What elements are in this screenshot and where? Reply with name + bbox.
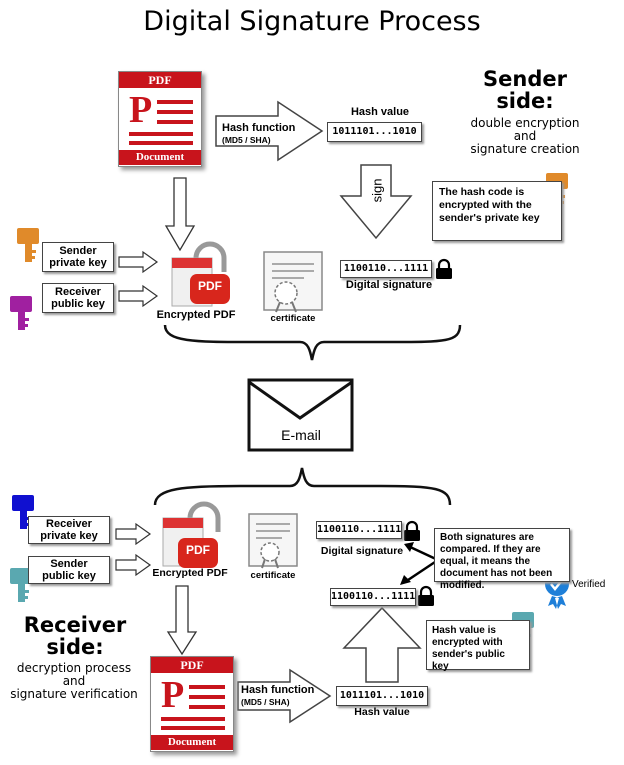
receiver-public-key-box: Receiver public key (42, 283, 114, 313)
document-down-arrow (164, 177, 196, 252)
receiver-encrypted-pdf-lock-icon (162, 501, 221, 568)
email-label: E-mail (281, 427, 321, 443)
pdf-doc-letter: P (129, 89, 153, 131)
compare-arrowhead-bottom (400, 575, 411, 585)
receiver-hash-value-label: Hash value (354, 706, 410, 718)
digital-signature-box: 1100110...1111 (340, 260, 432, 278)
encrypted-pdf-lock-icon (171, 241, 230, 307)
hash-value-box: 1011101...1010 (327, 122, 422, 142)
hash-encryption-note: The hash code is encrypted with the send… (432, 181, 562, 241)
receiver-hash-function-label: Hash function (MD5 / SHA) (241, 684, 314, 708)
encrypted-pdf-badge: PDF (198, 279, 222, 293)
sender-public-key-arrow (115, 553, 152, 577)
hash-function-text: Hash function (222, 122, 296, 134)
receiver-digital-signature-label: Digital signature (320, 545, 404, 557)
pdf-doc-top-label: PDF (151, 657, 233, 673)
receiver-certificate-label: certificate (250, 570, 296, 581)
decrypted-hash-lock-icon (416, 585, 436, 608)
receiver-encrypted-pdf-badge: PDF (186, 543, 210, 557)
receiver-private-key-arrow (115, 522, 152, 546)
receiver-certificate-icon (248, 513, 298, 569)
hash-function-sub: (MD5 / SHA) (222, 135, 271, 145)
receiver-public-key-arrow (118, 284, 159, 308)
sign-arrow (339, 164, 413, 240)
encrypted-pdf-label: Encrypted PDF (156, 309, 236, 321)
sender-side-heading: Sender side: (483, 67, 567, 113)
receiver-side-heading: Receiver side: (23, 613, 127, 659)
receiver-desc-line: signature verification (10, 687, 138, 701)
merge-brace-top (163, 324, 462, 361)
hash-function-sub: (MD5 / SHA) (241, 697, 290, 707)
receiver-pdf-document-icon: PDF P Document (150, 656, 234, 752)
hash-function-arrow (215, 100, 324, 162)
sender-public-key-box: Sender public key (28, 556, 110, 584)
receiver-hash-value-box: 1011101...1010 (336, 686, 428, 706)
comparison-note: Both signatures are compared. If they ar… (434, 528, 570, 591)
key-label-line: Sender (59, 245, 97, 257)
page-title: Digital Signature Process (143, 6, 481, 37)
sender-side-description: double encryption and signature creation (450, 117, 600, 156)
receiver-signature-lock-icon (402, 520, 422, 543)
compare-arrow-top (407, 544, 439, 562)
pdf-doc-top-label: PDF (119, 72, 201, 88)
hash-function-text: Hash function (241, 684, 315, 696)
sender-desc-line: signature creation (470, 142, 580, 156)
compare-arrowhead-top (404, 542, 414, 552)
receiver-desc-line: decryption process (16, 661, 132, 675)
hash-value-label: Hash value (350, 106, 410, 118)
certificate-icon (263, 251, 323, 313)
receiver-digital-signature-box: 1100110...1111 (316, 521, 402, 539)
receiver-side-description: decryption process and signature verific… (0, 662, 148, 701)
receiver-hash-function-arrow (237, 668, 332, 724)
receiver-encrypted-pdf-label: Encrypted PDF (152, 567, 228, 579)
receiver-private-key-box: Receiver private key (28, 516, 110, 544)
pdf-doc-bottom-label: Document (151, 735, 233, 750)
verified-label: Verified (572, 579, 606, 590)
key-label-line: public key (51, 298, 105, 310)
key-label-line: Receiver (46, 518, 92, 530)
digital-signature-lock-icon (434, 258, 454, 281)
key-label-line: Receiver (55, 286, 101, 298)
sign-label: sign (369, 178, 385, 202)
digital-signature-label: Digital signature (345, 279, 433, 291)
pdf-doc-letter: P (161, 674, 185, 716)
key-label-line: private key (49, 257, 107, 269)
sender-private-key-icon (17, 228, 39, 262)
certificate-label: certificate (270, 313, 316, 324)
compare-arrow-bottom (404, 558, 439, 584)
pdf-doc-bottom-label: Document (119, 150, 201, 165)
hash-function-label: Hash function (MD5 / SHA) (222, 122, 295, 146)
pdf-document-icon: PDF P Document (118, 71, 202, 167)
sign-label-wrap: sign (363, 176, 391, 204)
sender-desc-line: and (513, 129, 537, 143)
sender-desc-line: double encryption (470, 116, 580, 130)
key-label-line: public key (42, 570, 96, 582)
sender-private-key-box: Sender private key (42, 242, 114, 272)
hash-up-arrow (342, 606, 422, 683)
decrypted-hash-box: 1100110...1111 (330, 588, 416, 606)
receiver-pdf-down-arrow (166, 585, 198, 656)
receiver-desc-line: and (62, 674, 86, 688)
sender-private-key-arrow (118, 250, 159, 274)
key-label-line: private key (40, 530, 98, 542)
public-key-note: Hash value is encrypted with sender's pu… (426, 620, 530, 672)
receiver-public-key-icon (10, 296, 32, 330)
email-envelope-icon (247, 378, 354, 452)
key-label-line: Sender (50, 558, 88, 570)
split-brace-bottom (153, 467, 452, 506)
